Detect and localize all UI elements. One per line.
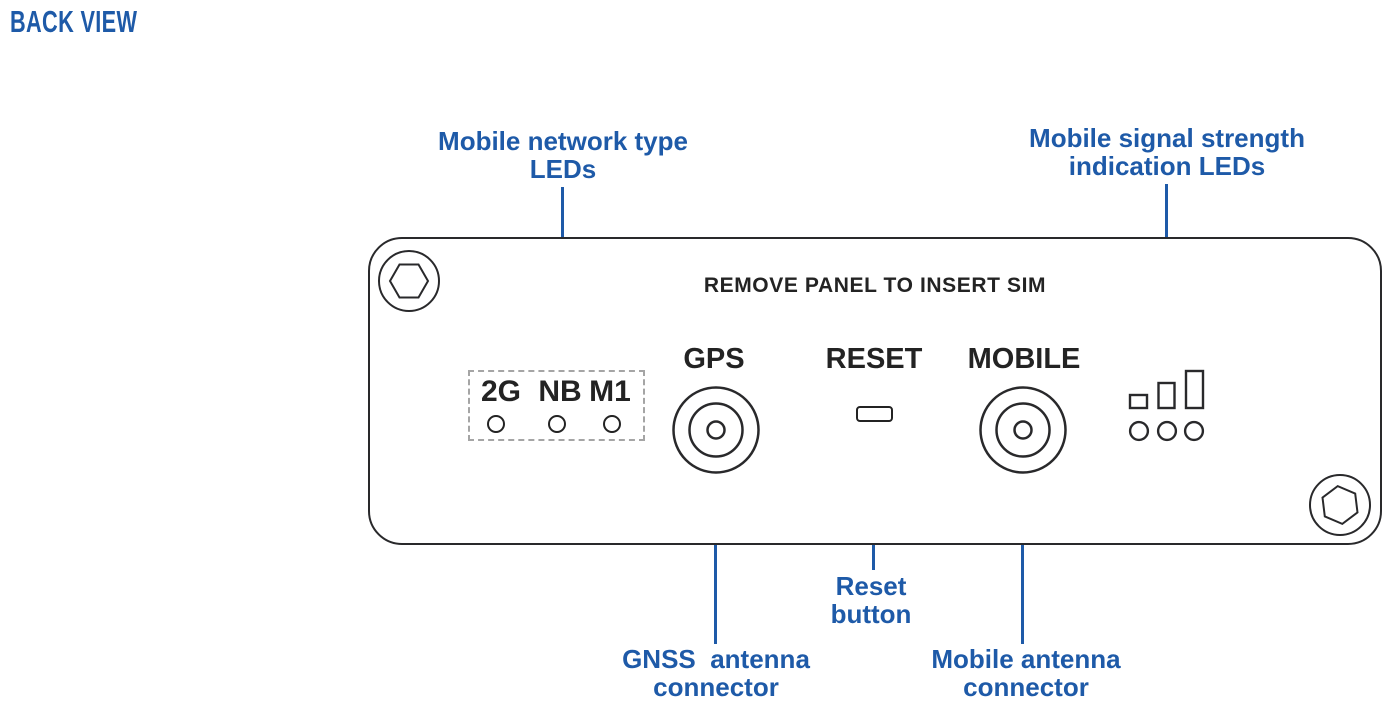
callout-line: connector: [963, 672, 1089, 702]
reset-port-label: RESET: [825, 343, 923, 375]
page-title: BACK VIEW: [10, 4, 138, 39]
hex-screw-icon: [378, 250, 440, 312]
led-label-m1: M1: [589, 375, 631, 408]
signal-strength-bars-icon: [1128, 369, 1205, 442]
network-type-led-box: 2G NB M1: [468, 370, 645, 441]
callout-signal-strength-leds: Mobile signal strength indication LEDs: [1029, 124, 1305, 180]
coax-antenna-connector-icon: [672, 386, 760, 474]
leader-line-gnss: [714, 472, 717, 644]
sim-notice-text: REMOVE PANEL TO INSERT SIM: [703, 274, 1047, 297]
callout-line: LEDs: [529, 154, 597, 184]
led-indicator-icon: [548, 415, 566, 433]
callout-network-type-leds: Mobile network type LEDs: [438, 127, 688, 183]
callout-line: Mobile network type: [438, 126, 688, 156]
callout-line: Reset: [835, 571, 907, 601]
callout-line: button: [830, 599, 912, 629]
coax-antenna-connector-icon: [979, 386, 1067, 474]
led-indicator-icon: [487, 415, 505, 433]
led-label-nb: NB: [538, 375, 582, 408]
callout-mobile-connector: Mobile antenna connector: [931, 645, 1120, 701]
hex-screw-icon: [1309, 474, 1371, 536]
callout-line: indication LEDs: [1068, 151, 1266, 181]
gps-port-label: GPS: [683, 343, 745, 375]
callout-line: Mobile signal strength: [1029, 123, 1305, 153]
callout-line: Mobile antenna: [931, 644, 1121, 674]
reset-button-slot: [856, 406, 893, 422]
leader-line-mobile: [1021, 472, 1024, 644]
led-label-2g: 2G: [480, 375, 522, 408]
callout-line: GNSS antenna: [622, 644, 810, 674]
callout-reset-button: Reset button: [831, 572, 912, 628]
callout-gnss-connector: GNSS antenna connector: [622, 645, 810, 701]
led-indicator-icon: [603, 415, 621, 433]
callout-line: connector: [653, 672, 779, 702]
mobile-port-label: MOBILE: [967, 343, 1081, 375]
device-back-panel: [368, 237, 1382, 545]
